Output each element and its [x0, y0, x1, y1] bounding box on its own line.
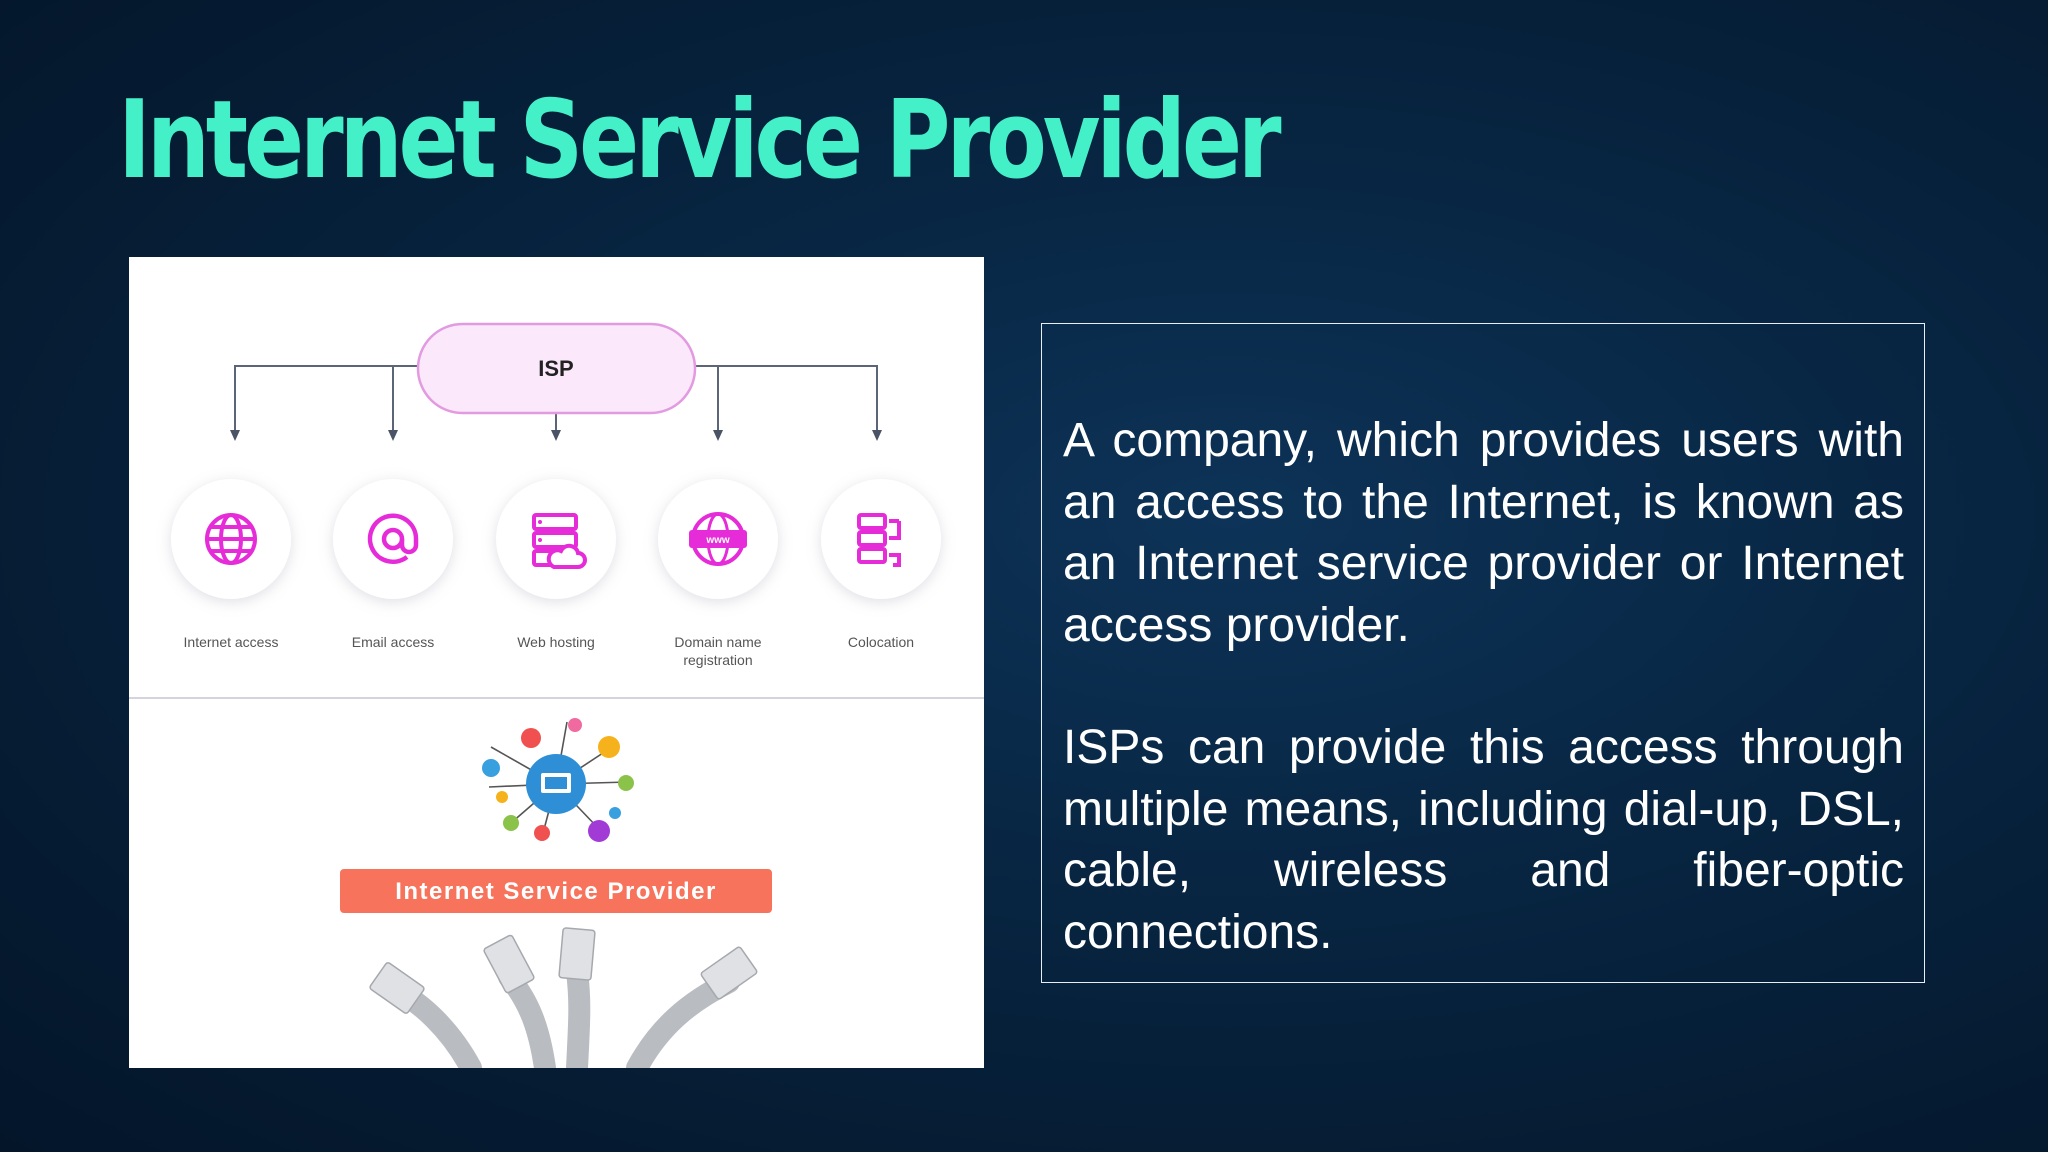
isp-banner: Internet Service Provider [340, 869, 772, 913]
service-label: Web hosting [517, 634, 595, 650]
service-label: Email access [352, 634, 434, 650]
slide-title: Internet Service Provider [118, 78, 1282, 203]
description-paragraph: ISPs can provide this access through mul… [1063, 721, 1904, 959]
service-label-line2: registration [683, 652, 752, 668]
connector-arrowheads [230, 430, 882, 441]
server-cloud-icon [532, 513, 587, 569]
service-colocation: Colocation [821, 479, 941, 650]
service-email-access: Email access [333, 479, 453, 650]
globe-icon [205, 513, 257, 565]
service-label: Colocation [848, 634, 914, 650]
service-label: Internet access [184, 634, 279, 650]
isp-node: ISP [416, 322, 697, 415]
ethernet-cables-icon [369, 927, 758, 1068]
server-rack-icon [857, 513, 901, 567]
domain-globe-icon: www [689, 512, 747, 566]
network-hub-icon [482, 718, 634, 842]
isp-banner-text: Internet Service Provider [395, 878, 717, 905]
diagram-connectors [234, 365, 878, 432]
svg-text:www: www [705, 535, 730, 546]
service-internet-access: Internet access [171, 479, 291, 650]
isp-node-label: ISP [538, 356, 573, 381]
description-box: A company, which provides users with an … [1041, 323, 1925, 983]
service-web-hosting: Web hosting [496, 479, 616, 650]
service-label: Domain name [674, 634, 761, 650]
at-sign-icon [367, 513, 419, 564]
description-paragraph: A company, which provides users with an … [1063, 414, 1904, 652]
isp-illustration: ISP Internet access [129, 257, 984, 1068]
service-domain-registration: www Domain name registration [658, 479, 778, 668]
